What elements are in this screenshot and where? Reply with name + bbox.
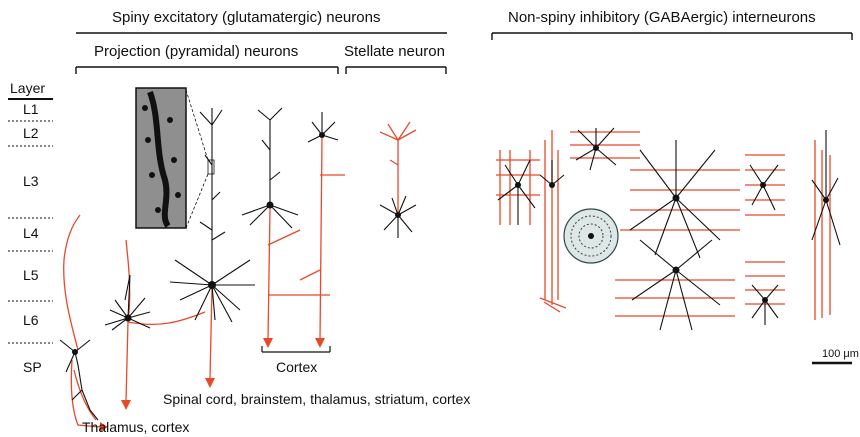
interneuron-7 [745, 155, 785, 215]
bracket-projection [76, 67, 338, 74]
scale-bar: 100 μm [812, 348, 859, 363]
layer-column: Layer L1 L2 L3 L4 L5 L6 SP [8, 80, 53, 375]
interneuron-2 [540, 130, 566, 312]
neuron-subplate [60, 215, 108, 432]
layer-label-l2: L2 [23, 125, 39, 141]
header-excitatory: Spiny excitatory (glutamatergic) neurons [112, 9, 380, 26]
interneuron-3 [570, 128, 640, 170]
interneuron-6 [615, 240, 735, 330]
layer-label-l3: L3 [23, 173, 39, 189]
layer-label-l4: L4 [23, 225, 39, 241]
interneuron-8 [745, 262, 785, 325]
layer-label-sp: SP [23, 359, 42, 375]
neuron-l3-pyramidal [242, 108, 330, 348]
header-projection: Projection (pyramidal) neurons [94, 43, 298, 60]
interneuron-9 [812, 130, 840, 320]
header-inhibitory: Non-spiny inhibitory (GABAergic) interne… [508, 9, 816, 26]
layer-title: Layer [10, 80, 45, 96]
layer-label-l5: L5 [23, 267, 39, 283]
neuron-l5-pyramidal [136, 88, 255, 388]
target-thalamus: Thalamus, cortex [82, 419, 189, 435]
bracket-stellate [346, 67, 446, 74]
interneuron-neurogliaform [564, 209, 618, 263]
layer-label-l1: L1 [23, 101, 39, 117]
layer-label-l6: L6 [23, 312, 39, 328]
interneuron-group [496, 128, 840, 330]
target-spinal: Spinal cord, brainstem, thalamus, striat… [163, 391, 470, 407]
neuron-stellate [380, 122, 416, 238]
scale-bar-label: 100 μm [822, 348, 859, 360]
target-cortex: Cortex [276, 359, 317, 375]
neuron-l6-pyramidal [105, 240, 205, 410]
header-stellate: Stellate neuron [344, 43, 445, 60]
neuron-l2-pyramidal [300, 112, 345, 348]
interneuron-1 [496, 150, 540, 225]
